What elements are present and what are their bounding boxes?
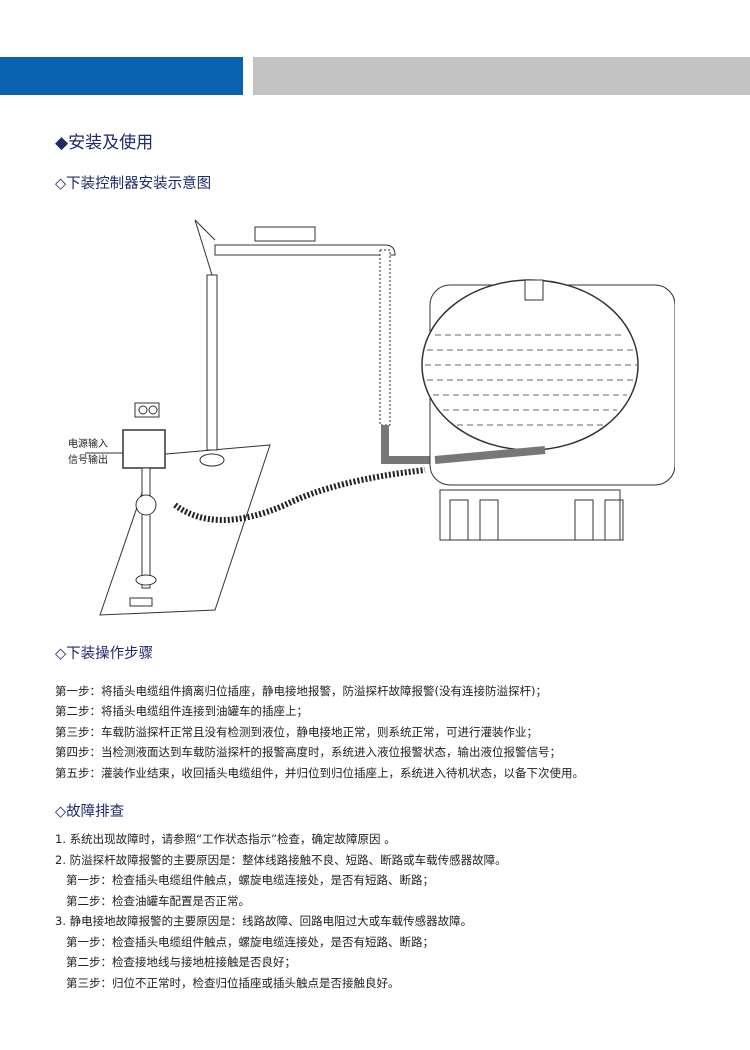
header-blue-bar [0, 57, 243, 95]
step-item: 第二步：将插头电缆组件连接到油罐车的插座上； [55, 704, 308, 718]
loading-arm [194, 219, 435, 467]
counterweight-cylinder [254, 226, 316, 242]
coil-cable [173, 467, 426, 523]
header-gray-bar [253, 57, 750, 95]
fault-item: 第二步：检查油罐车配置是否正常。 [66, 894, 250, 908]
step-item: 第三步：车载防溢探杆正常且没有检测到液位，静电接地正常，则系统正常，可进行灌装作… [55, 725, 538, 739]
installation-diagram [85, 219, 675, 616]
step-item: 第一步：将插头电缆组件摘离归位插座，静电接地报警，防溢探杆故障报警(没有连接防溢… [55, 684, 547, 698]
tank-truck [421, 279, 675, 541]
step-item: 第五步：灌装作业结束，收回插头电缆组件，并归位到归位插座上，系统进入待机状态，以… [55, 766, 584, 780]
step-item: 第四步：当检测液面达到车载防溢探杆的报警高度时，系统进入液位报警状态，输出液位报… [55, 745, 561, 759]
fault-item: 1. 系统出现故障时，请参照“工作状态指示”检查，确定故障原因 。 [55, 832, 396, 846]
fault-item: 2. 防溢探杆故障报警的主要原因是：整体线路接触不良、短路、断路或车载传感器故障… [55, 853, 507, 867]
fault-item: 第三步：归位不正常时，检查归位插座或插头触点是否接触良好。 [66, 976, 400, 990]
steps-title: ◇下装操作步骤 [55, 646, 154, 662]
fault-item: 第一步：检查插头电缆组件触点，螺旋电缆连接处，是否有短路、断路； [66, 873, 434, 887]
faults-title: ◇故障排查 [55, 804, 125, 820]
fault-item: 第二步：检查接地线与接地桩接触是否良好； [66, 955, 296, 969]
diagram-title: ◇下装控制器安装示意图 [55, 176, 212, 192]
fault-item: 第一步：检查插头电缆组件触点，螺旋电缆连接处，是否有短路、断路； [66, 935, 434, 949]
overfill-probe [524, 279, 544, 301]
controller [85, 402, 166, 607]
fault-item: 3. 静电接地故障报警的主要原因是：线路故障、回路电阻过大或车载传感器故障。 [55, 914, 473, 928]
label-power-input: 电源输入 [68, 439, 108, 450]
label-signal-output: 信号输出 [68, 455, 108, 466]
ground-slab [99, 444, 271, 616]
hose [379, 249, 391, 426]
section-title: ◆安装及使用 [55, 133, 154, 153]
